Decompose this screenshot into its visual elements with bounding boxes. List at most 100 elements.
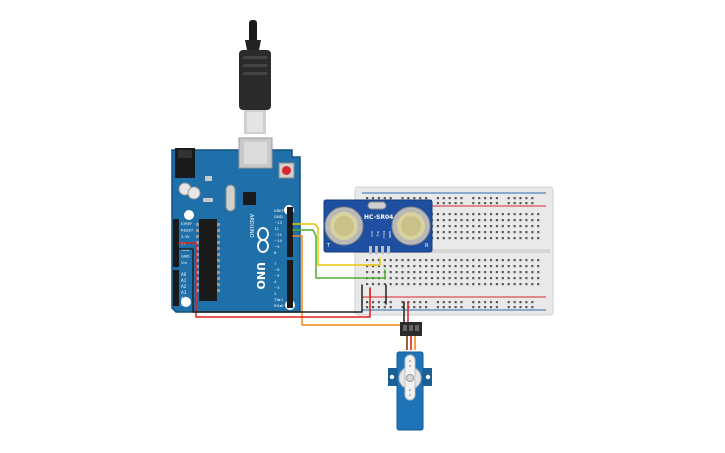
terminal-hole[interactable]	[407, 277, 410, 280]
rail-hole[interactable]	[507, 197, 510, 200]
terminal-hole[interactable]	[448, 259, 451, 262]
rail-hole[interactable]	[442, 197, 445, 200]
terminal-hole[interactable]	[407, 259, 410, 262]
terminal-hole[interactable]	[495, 219, 498, 222]
terminal-hole[interactable]	[366, 283, 369, 286]
terminal-hole[interactable]	[525, 219, 528, 222]
terminal-hole[interactable]	[389, 277, 392, 280]
terminal-hole[interactable]	[413, 265, 416, 268]
terminal-hole[interactable]	[436, 283, 439, 286]
wire-green[interactable]	[292, 229, 386, 279]
terminal-hole[interactable]	[478, 225, 481, 228]
terminal-hole[interactable]	[454, 265, 457, 268]
terminal-hole[interactable]	[507, 283, 510, 286]
rail-hole[interactable]	[425, 197, 428, 200]
terminal-hole[interactable]	[430, 265, 434, 268]
terminal-hole[interactable]	[525, 271, 528, 274]
terminal-hole[interactable]	[466, 283, 469, 286]
terminal-hole[interactable]	[495, 283, 498, 286]
rail-hole[interactable]	[454, 197, 457, 200]
terminal-hole[interactable]	[501, 265, 504, 268]
terminal-hole[interactable]	[371, 283, 375, 286]
rail-hole[interactable]	[401, 301, 404, 304]
rail-hole[interactable]	[460, 202, 463, 205]
rail-hole[interactable]	[525, 301, 528, 304]
terminal-hole[interactable]	[531, 231, 534, 234]
terminal-hole[interactable]	[501, 259, 504, 262]
terminal-hole[interactable]	[436, 225, 439, 228]
terminal-hole[interactable]	[519, 237, 522, 240]
rail-hole[interactable]	[478, 202, 481, 205]
terminal-hole[interactable]	[425, 259, 428, 262]
digital-header-top[interactable]	[287, 207, 293, 257]
terminal-hole[interactable]	[531, 277, 534, 280]
rail-hole[interactable]	[513, 202, 516, 205]
terminal-hole[interactable]	[507, 277, 510, 280]
rail-hole[interactable]	[484, 306, 487, 309]
terminal-hole[interactable]	[484, 225, 487, 228]
terminal-hole[interactable]	[537, 213, 540, 216]
terminal-hole[interactable]	[407, 271, 410, 274]
terminal-hole[interactable]	[484, 265, 487, 268]
terminal-hole[interactable]	[495, 237, 498, 240]
rail-hole[interactable]	[489, 197, 493, 200]
terminal-hole[interactable]	[513, 265, 516, 268]
terminal-hole[interactable]	[466, 219, 469, 222]
terminal-hole[interactable]	[531, 237, 534, 240]
rail-hole[interactable]	[478, 197, 481, 200]
terminal-hole[interactable]	[454, 259, 457, 262]
terminal-hole[interactable]	[466, 265, 469, 268]
terminal-hole[interactable]	[484, 277, 487, 280]
rail-hole[interactable]	[507, 202, 510, 205]
rail-hole[interactable]	[442, 306, 445, 309]
terminal-hole[interactable]	[419, 271, 422, 274]
terminal-hole[interactable]	[389, 283, 392, 286]
terminal-hole[interactable]	[484, 213, 487, 216]
terminal-hole[interactable]	[472, 231, 475, 234]
terminal-hole[interactable]	[389, 265, 392, 268]
terminal-hole[interactable]	[513, 237, 516, 240]
rail-hole[interactable]	[383, 197, 386, 200]
rail-hole[interactable]	[519, 301, 522, 304]
terminal-hole[interactable]	[507, 213, 510, 216]
rail-hole[interactable]	[507, 301, 510, 304]
terminal-hole[interactable]	[525, 283, 528, 286]
terminal-hole[interactable]	[419, 265, 422, 268]
power-header[interactable]	[173, 219, 179, 267]
terminal-hole[interactable]	[371, 265, 375, 268]
terminal-hole[interactable]	[430, 259, 434, 262]
terminal-hole[interactable]	[407, 265, 410, 268]
terminal-hole[interactable]	[377, 259, 380, 262]
terminal-hole[interactable]	[513, 259, 516, 262]
rail-hole[interactable]	[366, 301, 369, 304]
terminal-hole[interactable]	[531, 283, 534, 286]
rail-hole[interactable]	[513, 301, 516, 304]
rail-hole[interactable]	[436, 197, 439, 200]
terminal-hole[interactable]	[501, 277, 504, 280]
terminal-hole[interactable]	[489, 265, 493, 268]
terminal-hole[interactable]	[371, 271, 375, 274]
rail-hole[interactable]	[472, 197, 475, 200]
terminal-hole[interactable]	[430, 277, 434, 280]
rail-hole[interactable]	[484, 197, 487, 200]
terminal-hole[interactable]	[537, 277, 540, 280]
terminal-hole[interactable]	[395, 265, 398, 268]
terminal-hole[interactable]	[478, 231, 481, 234]
terminal-hole[interactable]	[466, 237, 469, 240]
rail-hole[interactable]	[383, 306, 386, 309]
terminal-hole[interactable]	[531, 265, 534, 268]
terminal-hole[interactable]	[519, 219, 522, 222]
terminal-hole[interactable]	[366, 271, 369, 274]
rail-hole[interactable]	[448, 202, 451, 205]
terminal-hole[interactable]	[478, 265, 481, 268]
rail-hole[interactable]	[489, 202, 493, 205]
rail-hole[interactable]	[371, 306, 375, 309]
digital-header-bottom[interactable]	[287, 260, 293, 308]
rail-hole[interactable]	[525, 197, 528, 200]
rail-hole[interactable]	[513, 197, 516, 200]
wire-red-5v[interactable]	[178, 242, 371, 318]
terminal-hole[interactable]	[442, 283, 445, 286]
terminal-hole[interactable]	[383, 265, 386, 268]
rail-hole[interactable]	[371, 301, 375, 304]
terminal-hole[interactable]	[472, 213, 475, 216]
